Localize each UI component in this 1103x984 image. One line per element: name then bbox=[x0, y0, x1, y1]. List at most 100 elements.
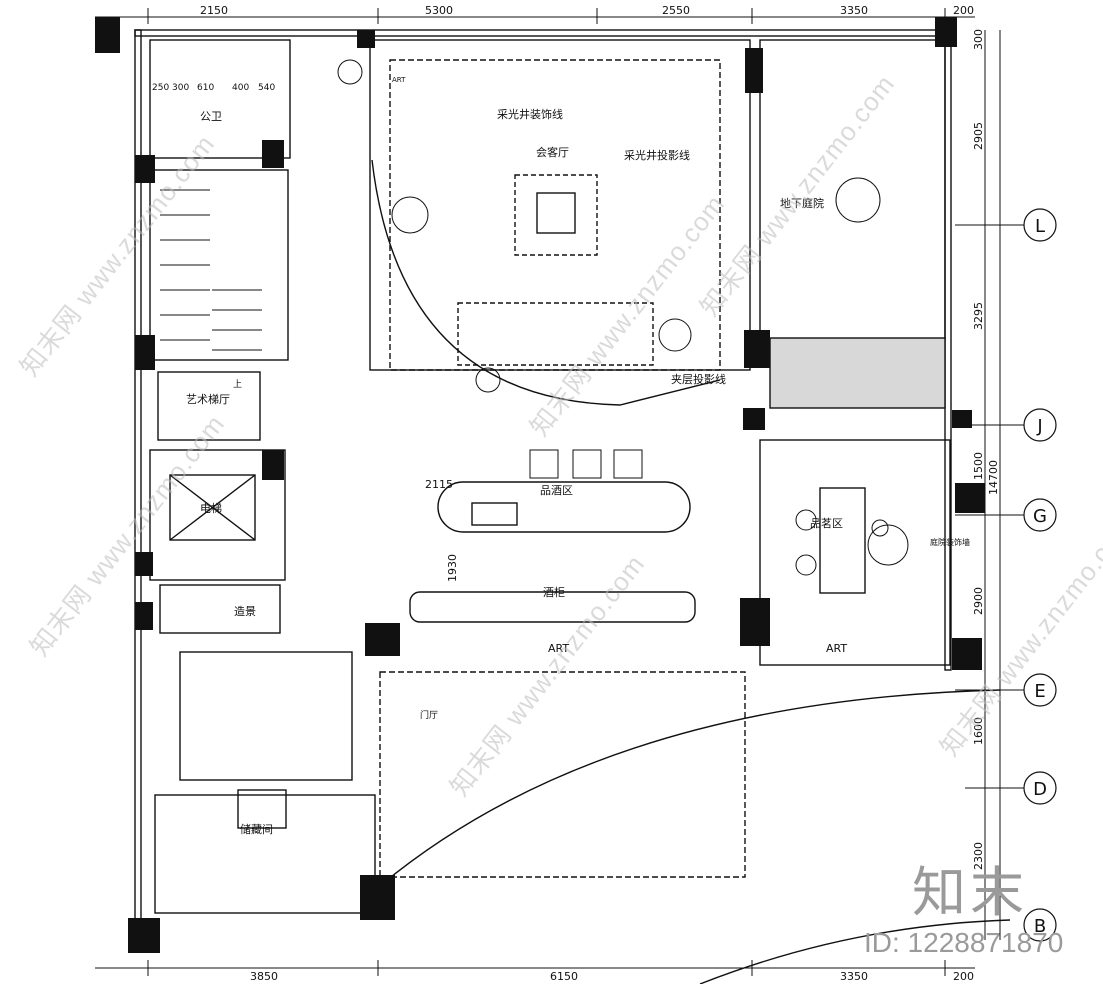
living-room-zone bbox=[369, 39, 751, 371]
elevator-car bbox=[169, 474, 256, 541]
grid-label-E: E bbox=[1034, 681, 1045, 702]
label-art-living: ART bbox=[392, 76, 406, 84]
bar-counter bbox=[437, 481, 691, 533]
wc-room bbox=[149, 39, 291, 159]
dimension-labels: 2150 5300 2550 3350 200 3850 6150 3350 2… bbox=[200, 4, 974, 983]
site-curve bbox=[374, 689, 1001, 891]
stair-room bbox=[149, 169, 289, 361]
elevator-cross bbox=[169, 474, 256, 541]
dim-right-1: 300 bbox=[972, 29, 985, 50]
right-dimension-labels: 300 2905 3295 1500 2900 1600 2300 14700 bbox=[972, 29, 1000, 870]
brand-logo-text: 知末 bbox=[912, 861, 1028, 924]
room-public-wc: 公卫 bbox=[200, 110, 222, 123]
grid-bubble-L bbox=[1023, 208, 1057, 242]
column bbox=[740, 598, 770, 646]
elevator-core bbox=[149, 449, 286, 581]
room-wine-cabinet: 酒柜 bbox=[543, 586, 565, 599]
label-art-tea: ART bbox=[826, 642, 847, 655]
storage-room bbox=[154, 794, 376, 914]
room-entry-hall: 门厅 bbox=[420, 709, 438, 721]
room-storage: 储藏间 bbox=[240, 822, 273, 836]
column bbox=[135, 155, 155, 183]
column bbox=[743, 408, 765, 430]
storage-island bbox=[237, 789, 287, 829]
room-courtyard: 地下庭院 bbox=[780, 196, 824, 210]
room-landscape: 造景 bbox=[234, 604, 256, 618]
room-labels: 公卫 会客厅 地下庭院 艺术梯厅 电梯 造景 品酒区 品茗区 酒柜 储藏间 门厅… bbox=[186, 76, 970, 836]
grid-bubble-E bbox=[1023, 673, 1057, 707]
room-art-stair-hall: 艺术梯厅 bbox=[186, 393, 230, 406]
label-art-entry: ART bbox=[548, 642, 569, 655]
entry-projection bbox=[379, 671, 746, 878]
fixture-dim-4: 400 bbox=[232, 83, 249, 93]
label-courtyard-wall: 庭院装饰墙 bbox=[930, 537, 970, 547]
room-tea: 品茗区 bbox=[810, 517, 843, 530]
dim-bar-width: 2115 bbox=[425, 478, 453, 491]
mezzanine-curve bbox=[371, 159, 721, 406]
courtyard-zone bbox=[759, 39, 946, 341]
site-curve-lower bbox=[699, 919, 1011, 984]
north-wall bbox=[134, 29, 956, 37]
grid-axis-letters: L J G E D B bbox=[1033, 216, 1047, 937]
label-mezzanine-projection: 夹层投影线 bbox=[671, 372, 726, 386]
grid-label-B: B bbox=[1034, 916, 1046, 937]
tea-room bbox=[759, 439, 951, 666]
grid-label-L: L bbox=[1035, 216, 1045, 237]
grid-label-G: G bbox=[1033, 506, 1047, 527]
column bbox=[952, 638, 982, 670]
dim-right-2: 2905 bbox=[972, 122, 985, 150]
column bbox=[262, 450, 284, 480]
column bbox=[135, 335, 155, 370]
fixture-dim-5: 540 bbox=[258, 83, 275, 93]
dim-top-4: 3350 bbox=[840, 4, 868, 17]
dim-right-4: 1500 bbox=[972, 452, 985, 480]
dim-top-2: 5300 bbox=[425, 4, 453, 17]
column bbox=[745, 48, 763, 93]
room-elevator: 电梯 bbox=[200, 502, 222, 515]
column bbox=[935, 17, 957, 47]
grid-label-J: J bbox=[1036, 416, 1042, 437]
courtyard-planter bbox=[769, 337, 946, 409]
column bbox=[262, 140, 284, 168]
column bbox=[744, 330, 770, 368]
walls bbox=[134, 29, 1011, 984]
tea-table bbox=[819, 487, 866, 594]
grid-bubble-D bbox=[1023, 771, 1057, 805]
column bbox=[95, 17, 120, 53]
grid-axis-bubbles bbox=[1023, 208, 1057, 942]
grid-label-D: D bbox=[1033, 779, 1047, 800]
brand-id: ID: 1228871870 bbox=[864, 927, 1064, 958]
column bbox=[135, 552, 153, 576]
label-stair-up: 上 bbox=[233, 379, 242, 390]
dim-right-3: 3295 bbox=[972, 302, 985, 330]
fixture-dim-3: 610 bbox=[197, 83, 214, 93]
column bbox=[135, 602, 153, 630]
dim-top-1: 2150 bbox=[200, 4, 228, 17]
fixture-dim-1: 250 bbox=[152, 83, 169, 93]
dim-right-6: 1600 bbox=[972, 717, 985, 745]
grid-bubble-B bbox=[1023, 908, 1057, 942]
dim-bar-depth: 1930 bbox=[446, 554, 459, 582]
entry-rug bbox=[179, 651, 353, 781]
dim-top-5: 200 bbox=[953, 4, 974, 17]
label-skylight-trim: 采光井装饰线 bbox=[497, 107, 563, 121]
fixture-dimension-labels: 250 300 610 400 540 bbox=[152, 83, 275, 93]
columns bbox=[95, 17, 985, 953]
stair-treads bbox=[160, 189, 262, 351]
dim-bottom-4: 200 bbox=[953, 970, 974, 983]
column bbox=[952, 410, 972, 428]
skylight-outline bbox=[389, 59, 721, 371]
column bbox=[365, 623, 400, 656]
bar-sink bbox=[471, 502, 518, 526]
landscape-box bbox=[159, 584, 281, 634]
furniture-circles bbox=[337, 59, 909, 576]
coffee-table-inner bbox=[536, 192, 576, 234]
dim-right-7: 2300 bbox=[972, 842, 985, 870]
room-living: 会客厅 bbox=[536, 145, 569, 159]
dim-bottom-1: 3850 bbox=[250, 970, 278, 983]
label-skylight-projection: 采光井投影线 bbox=[624, 148, 690, 162]
wine-cabinet bbox=[409, 591, 696, 623]
column bbox=[360, 875, 395, 920]
dim-top-3: 2550 bbox=[662, 4, 690, 17]
